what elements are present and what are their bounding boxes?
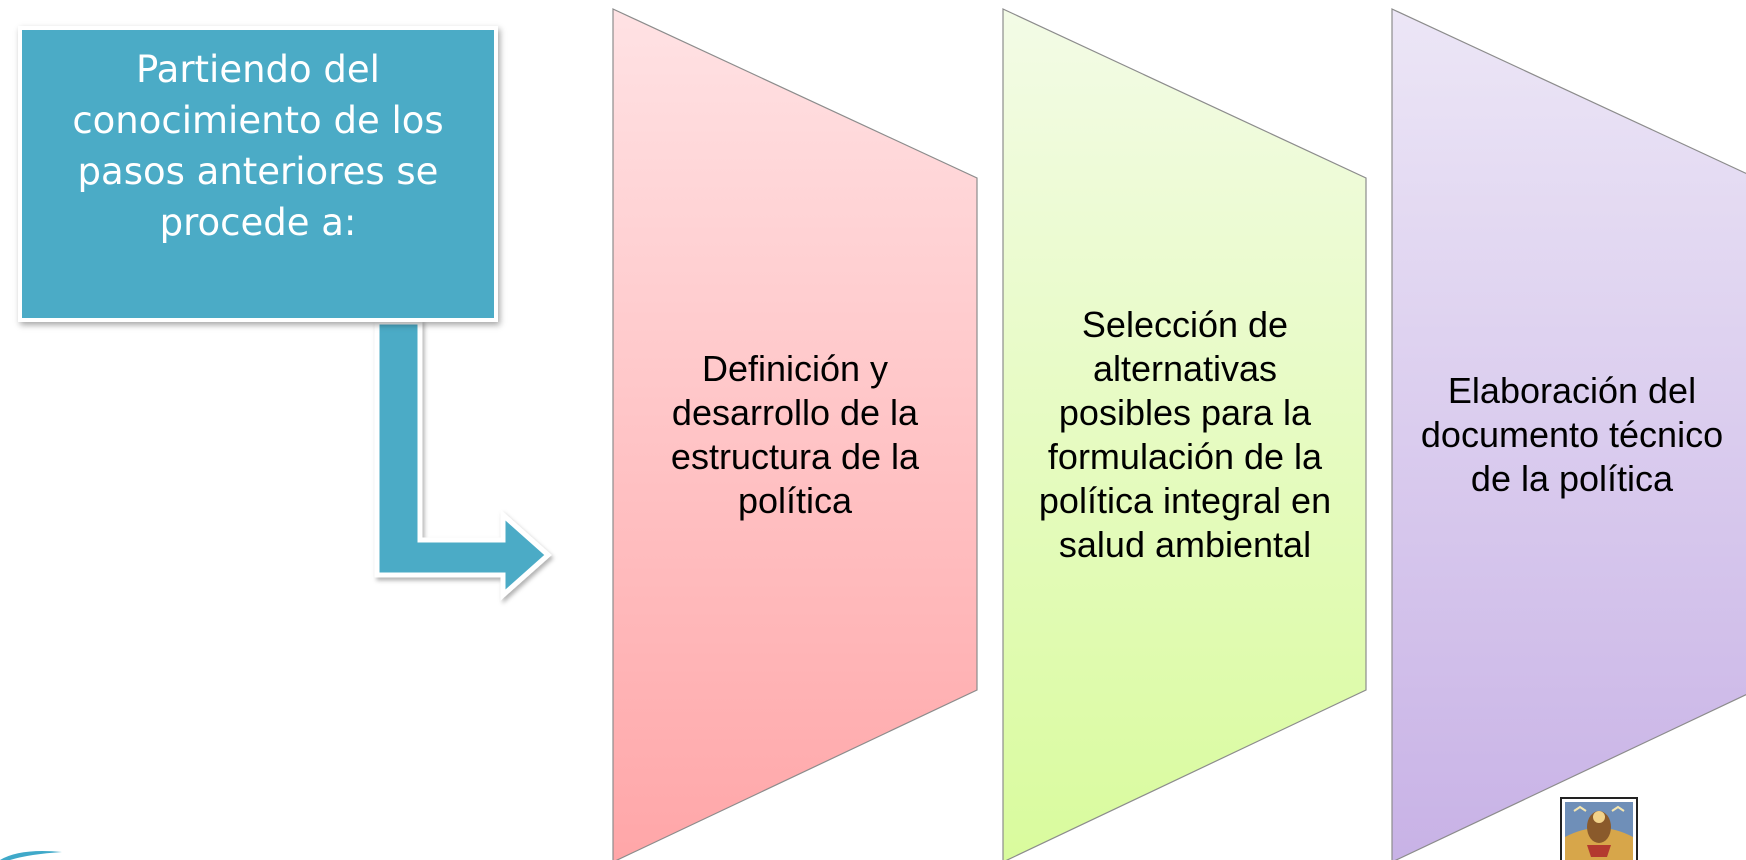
intro-box: Partiendo del conocimiento de los pasos … [18,26,498,322]
step-2-label: Selección de alternativas posibles para … [1038,304,1332,565]
decorative-swoosh [0,851,62,860]
step-1-shape [612,8,978,860]
step-3-shape [1391,8,1746,860]
bent-arrow-right-icon [374,319,552,601]
institution-seal-icon [1560,797,1638,860]
step-2-shape [1002,8,1367,860]
step-1-label: Definición y desarrollo de la estructura… [670,348,920,521]
step-3-label: Elaboración del documento técnico de la … [1420,370,1724,499]
intro-text: Partiendo del conocimiento de los pasos … [72,48,444,244]
